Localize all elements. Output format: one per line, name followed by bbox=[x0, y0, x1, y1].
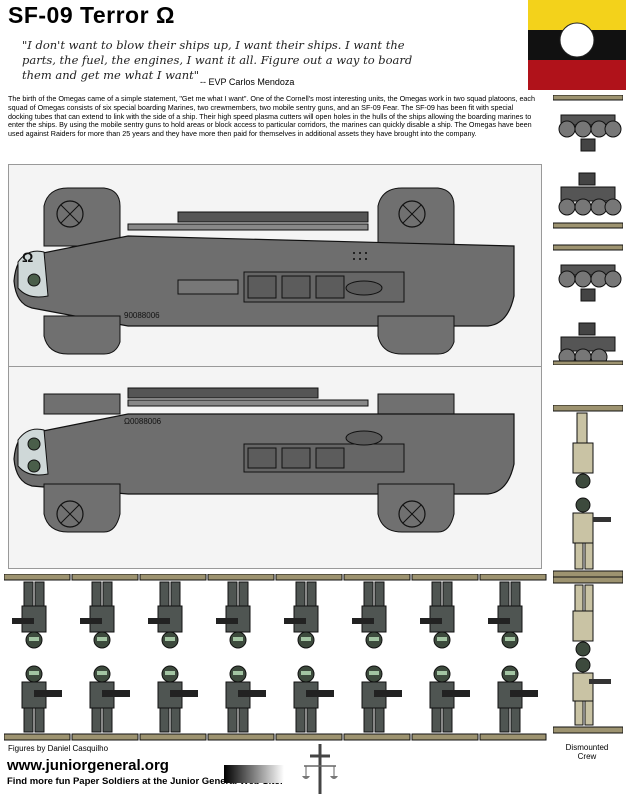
ship-view-bottom: Ω0088006 bbox=[13, 387, 515, 533]
sword-scales-icon bbox=[302, 744, 338, 794]
page-title: SF-09 Terror Ω bbox=[8, 2, 175, 28]
ship-view-top: Ω 90088006 bbox=[13, 187, 515, 355]
panel-divider bbox=[8, 366, 541, 367]
quote-text: "I don't want to blow their ships up, I … bbox=[22, 38, 413, 82]
site-link[interactable]: www.juniorgeneral.org bbox=[7, 757, 169, 774]
ship-emblem: Ω bbox=[22, 249, 33, 265]
sentry-gun-column bbox=[553, 95, 623, 365]
ship-serial-2: Ω0088006 bbox=[124, 417, 162, 426]
boarding-marines-sheet bbox=[4, 574, 547, 741]
site-tagline: Find more fun Paper Soldiers at the Juni… bbox=[7, 776, 283, 787]
company-flag-icon bbox=[528, 0, 626, 90]
grayscale-bar bbox=[224, 765, 284, 783]
quote-attribution: -- EVP Carlos Mendoza bbox=[200, 77, 295, 87]
dismounted-crew-column bbox=[553, 405, 623, 734]
dismounted-crew-label: Dismounted Crew bbox=[565, 743, 609, 761]
ship-serial: 90088006 bbox=[124, 311, 160, 320]
figure-credit: Figures by Daniel Casquilho bbox=[8, 744, 109, 753]
unit-description: The birth of the Omegas came of a simple… bbox=[8, 94, 536, 139]
